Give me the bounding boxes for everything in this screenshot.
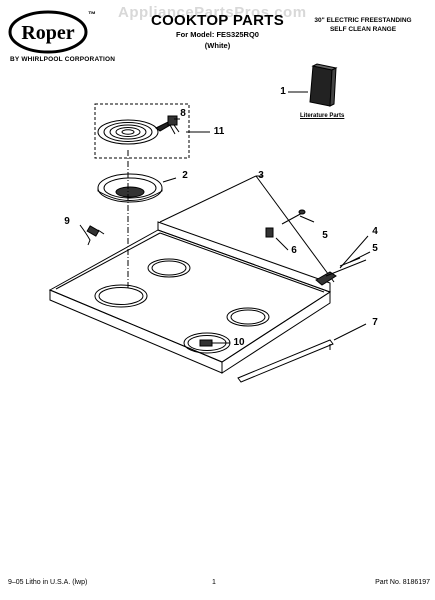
- callout-7: 7: [372, 317, 378, 328]
- callout-9: 9: [64, 216, 70, 227]
- callout-11: 11: [213, 126, 225, 137]
- callout-4: 4: [372, 226, 378, 237]
- literature-parts-label: Literature Parts: [300, 113, 345, 119]
- clip-bracket: [265, 227, 274, 238]
- page-title: COOKTOP PARTS: [150, 12, 285, 29]
- callout-5-lower: 5: [372, 243, 378, 254]
- model-number: For Model: FES325RQ0: [176, 30, 259, 39]
- watermark: AppliancePartsPros.com: [118, 4, 307, 21]
- footer-page-number: 1: [212, 579, 216, 586]
- screw-upper: [281, 209, 306, 225]
- literature-booklet: [288, 63, 338, 107]
- brand-subtitle: BY WHIRLPOOL CORPORATION: [10, 56, 116, 63]
- drip-bowl: [97, 173, 163, 203]
- hinge-bracket: [315, 257, 367, 286]
- product-description-line1: 30" ELECTRIC FREESTANDING: [314, 17, 412, 24]
- callout-1: 1: [280, 86, 286, 97]
- element-detail-box: [94, 103, 190, 159]
- callout-8: 8: [180, 108, 186, 119]
- callout-10: 10: [233, 337, 245, 348]
- footer-litho: 9–05 Litho in U.S.A. (lwp): [8, 579, 88, 586]
- cooktop-panel: [48, 175, 335, 374]
- burner-receptacle: [199, 339, 230, 347]
- callout-5-upper: 5: [322, 230, 328, 241]
- logo-text: Roper: [21, 22, 74, 44]
- callout-6: 6: [291, 245, 297, 256]
- footer-part-number: Part No. 8186197: [375, 579, 430, 586]
- wiring-connector: [79, 224, 105, 246]
- callout-3: 3: [258, 170, 264, 181]
- burner-openings: [94, 258, 270, 354]
- trademark-symbol: ™: [88, 10, 96, 19]
- element-terminal-block: [167, 115, 180, 135]
- roper-logo: Roper: [8, 10, 88, 54]
- color-variant: (White): [204, 41, 231, 50]
- trim-strip: [237, 339, 334, 383]
- product-description-line2: SELF CLEAN RANGE: [329, 26, 397, 33]
- surface-element-coil: [97, 119, 174, 145]
- callout-2: 2: [182, 170, 188, 181]
